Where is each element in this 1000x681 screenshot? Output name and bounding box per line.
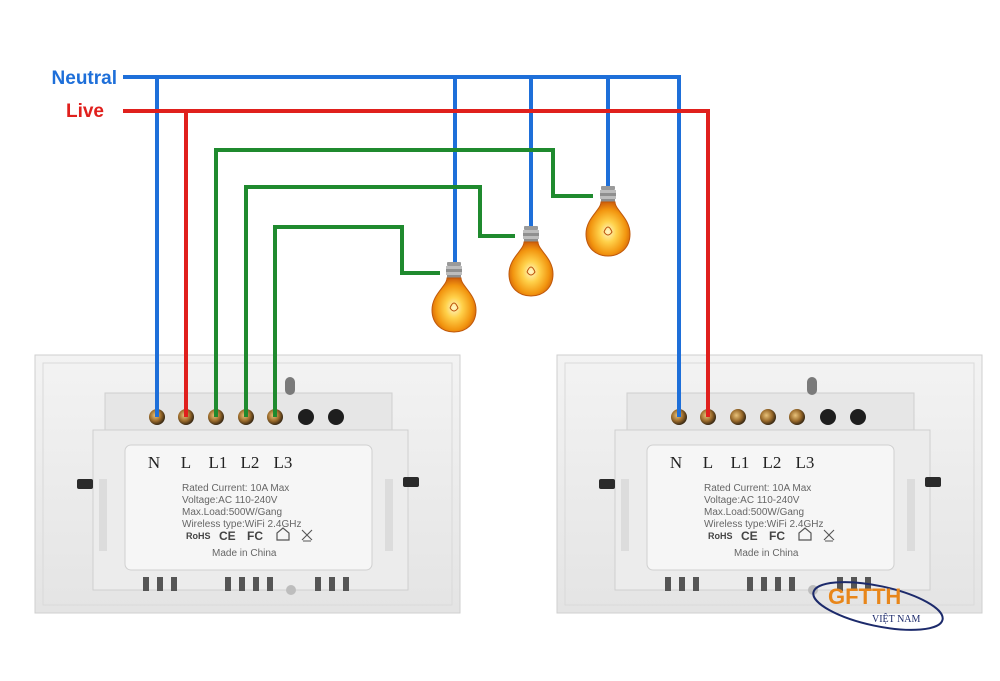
terminal-blank-left-1 (298, 409, 314, 425)
terminal-label: L1 (209, 453, 228, 472)
live-bus-wire (123, 109, 710, 417)
logo-text: GFTTH (828, 584, 901, 609)
made-in-china: Made in China (212, 548, 277, 559)
brand-logo: GFTTH VIỆT NAM (812, 581, 944, 631)
made-in-china: Made in China (734, 548, 799, 559)
terminal-label: N (148, 453, 160, 472)
terminal-blank-left-2 (328, 409, 344, 425)
terminal-label: N (670, 453, 682, 472)
rohs-mark: RoHS (186, 531, 211, 541)
terminal-blank-right-2 (850, 409, 866, 425)
spec-rated-current: Rated Current: 10A Max (182, 483, 289, 494)
neutral-label: Neutral (52, 68, 117, 89)
l2-to-bulb-2-wire (244, 185, 515, 417)
terminal-label: L3 (274, 453, 293, 472)
ce-mark: CE (219, 529, 236, 543)
terminal-l3-right (789, 409, 805, 425)
ce-mark: CE (741, 529, 758, 543)
recycle-bin-icon (301, 529, 313, 542)
logo-subtext: VIỆT NAM (872, 613, 921, 625)
spec-wireless: Wireless type:WiFi 2.4GHz (704, 519, 823, 530)
terminal-l1-right (730, 409, 746, 425)
fc-mark: FC (769, 529, 785, 543)
terminal-label: L3 (796, 453, 815, 472)
terminal-l2-right (760, 409, 776, 425)
spec-voltage: Voltage:AC 110-240V (704, 495, 800, 506)
spec-wireless: Wireless type:WiFi 2.4GHz (182, 519, 301, 530)
terminal-blank-right-1 (820, 409, 836, 425)
light-bulb-icon (508, 225, 554, 297)
rohs-mark: RoHS (708, 531, 733, 541)
spec-voltage: Voltage:AC 110-240V (182, 495, 278, 506)
neutral-bus-wire (123, 75, 681, 417)
terminal-label: L1 (731, 453, 750, 472)
l1-to-bulb-3-wire (214, 148, 593, 417)
home-icon (276, 527, 290, 541)
recycle-bin-icon (823, 529, 835, 542)
home-icon (798, 527, 812, 541)
live-label: Live (66, 101, 104, 122)
l3-to-bulb-1-wire (273, 225, 440, 417)
spec-rated-current: Rated Current: 10A Max (704, 483, 811, 494)
fc-mark: FC (247, 529, 263, 543)
terminal-label: L (181, 453, 191, 472)
spec-max-load: Max.Load:500W/Gang (182, 507, 282, 518)
terminal-label: L2 (763, 453, 782, 472)
spec-max-load: Max.Load:500W/Gang (704, 507, 804, 518)
terminal-label: L2 (241, 453, 260, 472)
terminal-label: L (703, 453, 713, 472)
